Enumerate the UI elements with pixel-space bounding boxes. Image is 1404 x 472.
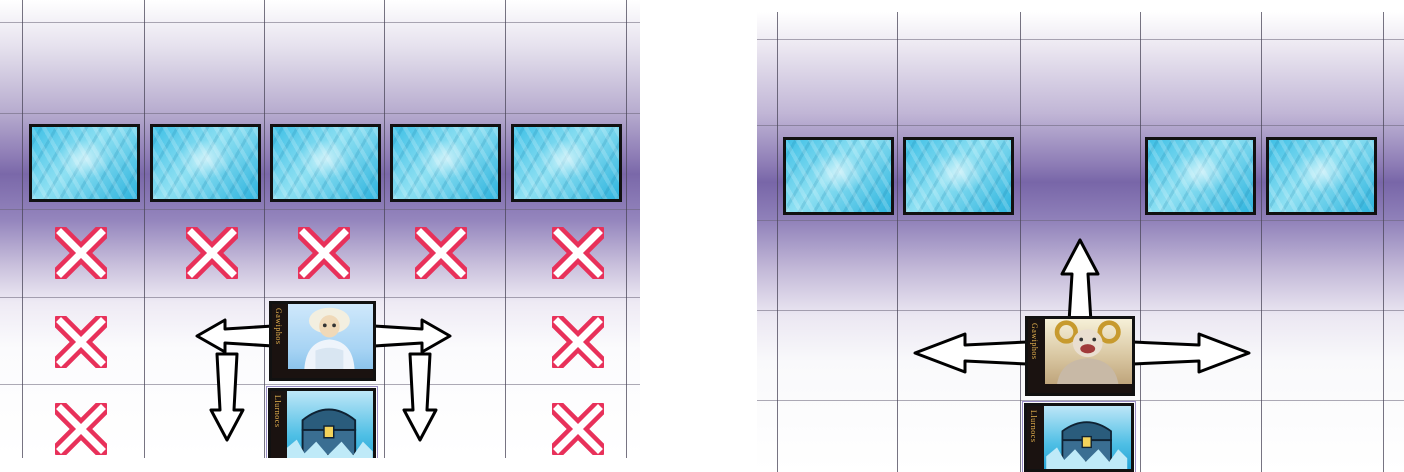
white-haired-warrior-portrait [304,307,355,370]
board-left: Gawiphos Llurnocs [0,0,640,458]
grid-line [264,0,265,458]
card-stats-strip [1044,384,1132,393]
chest-card[interactable]: Llurnocs [1022,401,1136,472]
grid-line [757,220,1404,221]
ice-card-back[interactable] [390,124,501,202]
grid-line [0,209,640,210]
blocked-x-icon [55,403,107,455]
blocked-x-icon [415,227,467,279]
monster-card[interactable]: Gawiphos [1025,316,1135,396]
ice-card-back[interactable] [29,124,140,202]
ice-card-back[interactable] [783,137,894,215]
left-arrow-icon [195,318,275,354]
grid-line [1020,12,1021,472]
grid-line [757,400,1404,401]
ice-card-back[interactable] [903,137,1014,215]
card-stats-strip [288,369,373,378]
card-name-strip: Llurnocs [271,391,288,458]
grid-line [0,384,640,385]
blocked-x-icon [552,227,604,279]
down-arrow-icon [402,352,438,442]
card-name-strip: Gawiphos [1028,319,1045,393]
grid-line [757,125,1404,126]
ice-card-back[interactable] [270,124,381,202]
grid-line [22,0,23,458]
grid-line [897,12,898,472]
grid-line [1383,12,1384,472]
board-right: Gawiphos Llurnocs [757,12,1404,472]
ice-card-back[interactable] [1266,137,1377,215]
grid-line [1261,12,1262,472]
up-arrow-icon [1060,238,1100,324]
grid-line [384,0,385,458]
grid-line [1140,12,1141,472]
grid-line [144,0,145,458]
card-name-strip: Llurnocs [1027,406,1044,469]
grid-line [757,39,1404,40]
right-arrow-icon [372,318,452,354]
card-name-strip: Gawiphos [272,304,289,378]
treasure-chest-icon [285,408,373,458]
blocked-x-icon [298,227,350,279]
card-name: Gawiphos [274,308,283,345]
ice-card-back[interactable] [150,124,261,202]
grid-line [626,0,627,458]
down-arrow-icon [209,352,245,442]
card-name: Gawiphos [1030,323,1039,360]
horned-brute-portrait [1054,320,1121,385]
blocked-x-icon [552,403,604,455]
blocked-x-icon [186,227,238,279]
card-name: Llurnocs [273,395,282,428]
grid-line [505,0,506,458]
blocked-x-icon [552,316,604,368]
grid-line [0,113,640,114]
card-name: Llurnocs [1029,410,1038,443]
ice-card-back[interactable] [1145,137,1256,215]
left-arrow-icon [913,332,1029,374]
chest-card[interactable]: Llurnocs [266,386,378,458]
treasure-chest-icon [1045,421,1127,469]
monster-card[interactable]: Gawiphos [269,301,376,381]
right-arrow-icon [1131,332,1251,374]
blocked-x-icon [55,316,107,368]
grid-line [0,297,640,298]
blocked-x-icon [55,227,107,279]
grid-line [777,12,778,472]
grid-line [0,22,640,23]
ice-card-back[interactable] [511,124,622,202]
